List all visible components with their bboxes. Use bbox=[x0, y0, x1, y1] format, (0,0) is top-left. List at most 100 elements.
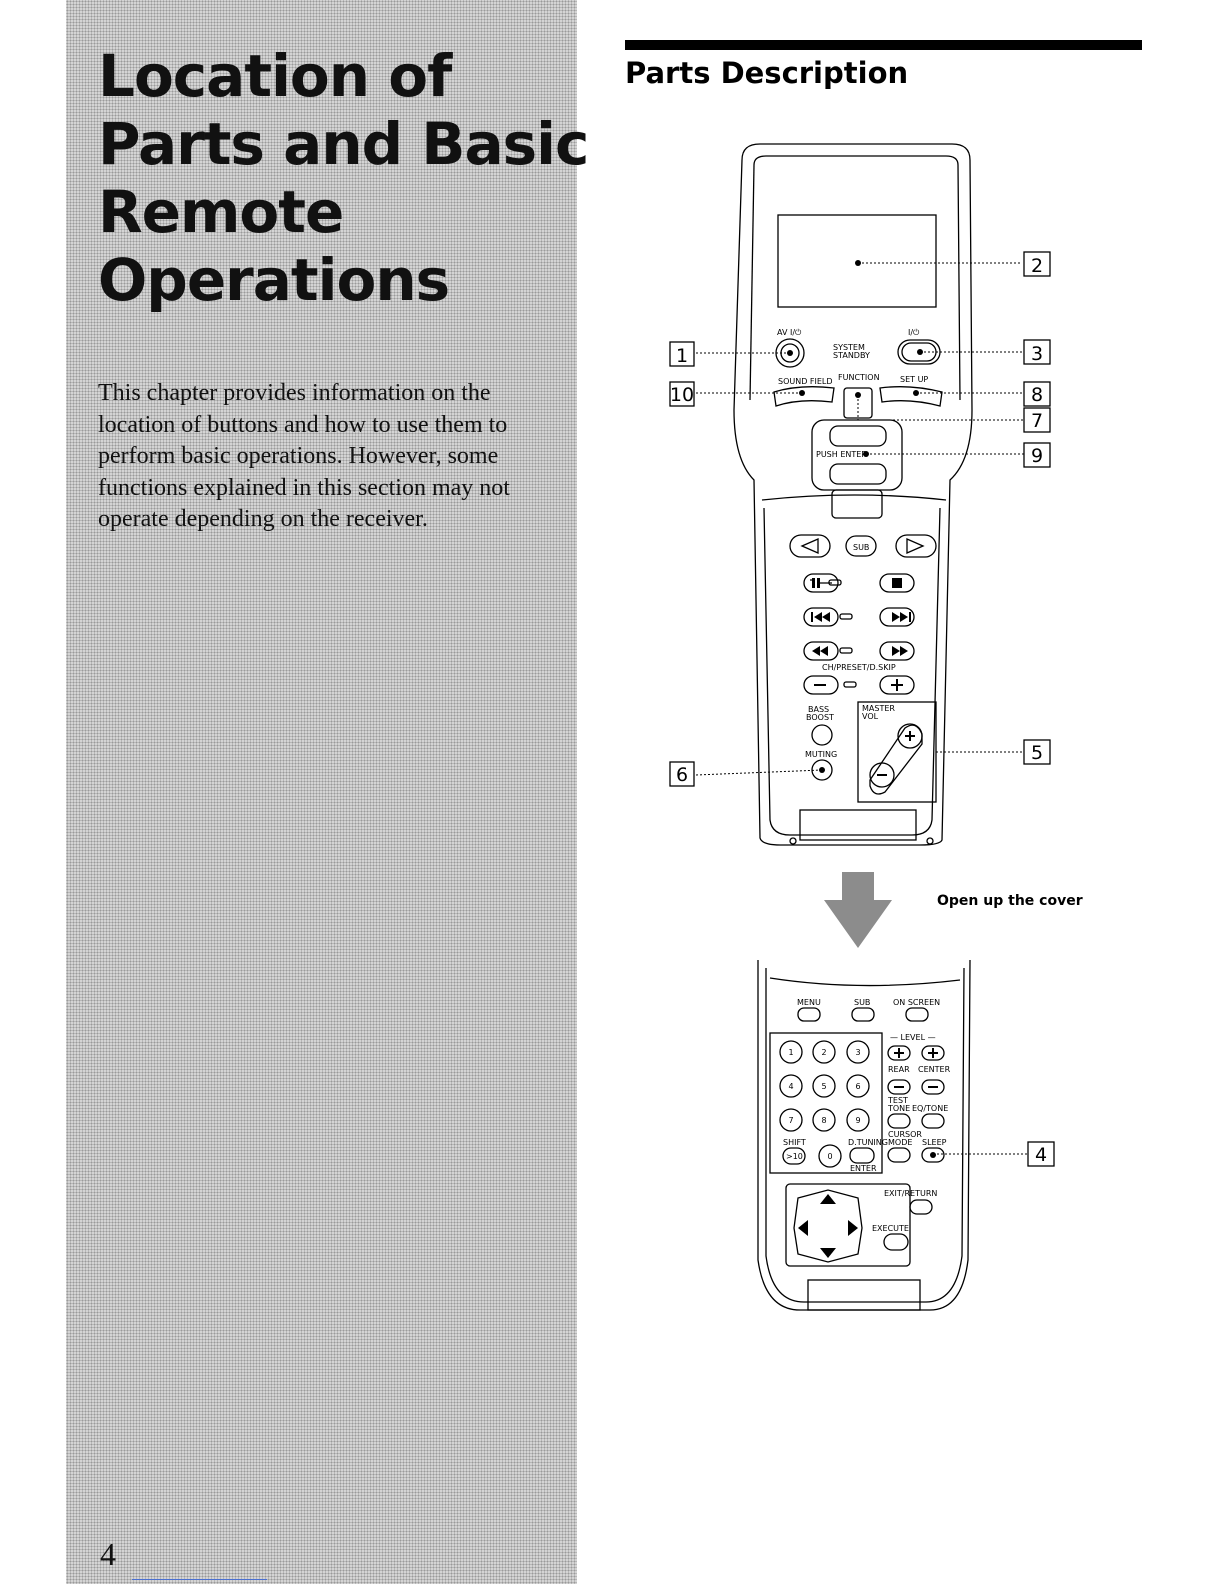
test-tone-label: TEST bbox=[887, 1096, 908, 1105]
rear-minus-button bbox=[887, 1079, 911, 1095]
muting-label: MUTING bbox=[805, 750, 837, 759]
right-button bbox=[895, 534, 937, 558]
rear-label: REAR bbox=[888, 1065, 910, 1074]
level-label: — LEVEL — bbox=[890, 1033, 936, 1042]
enter-label: ENTER bbox=[850, 1164, 877, 1173]
remote-diagram: AV I/⏻ I/⏻ SYSTEM STANDBY SOUND FIELD FU… bbox=[669, 143, 1083, 1311]
shift-label: SHIFT bbox=[783, 1138, 806, 1147]
ch-skip-label: CH/PRESET/D.SKIP bbox=[822, 663, 896, 672]
num-6-label: 6 bbox=[855, 1082, 860, 1091]
enter-button bbox=[849, 1147, 875, 1164]
center-label: CENTER bbox=[918, 1065, 951, 1074]
callout-1: 1 bbox=[676, 345, 688, 367]
num-7-button bbox=[779, 1108, 803, 1132]
down-arrow-key-icon bbox=[820, 1248, 836, 1258]
callout-9: 9 bbox=[1031, 445, 1043, 467]
cursor-mode-button bbox=[887, 1147, 911, 1163]
num-8-button bbox=[812, 1108, 836, 1132]
av-power-label: AV I/⏻ bbox=[777, 328, 802, 337]
callout-6: 6 bbox=[676, 764, 688, 786]
push-enter-label: PUSH ENTER bbox=[816, 450, 867, 459]
num-5-button bbox=[812, 1074, 836, 1098]
numpad-frame bbox=[769, 1032, 883, 1174]
rear-plus-button bbox=[887, 1045, 911, 1061]
execute-label: EXECUTE bbox=[872, 1224, 909, 1233]
sound-field-button bbox=[773, 386, 835, 407]
num-4-button bbox=[779, 1074, 803, 1098]
num-9-button bbox=[846, 1108, 870, 1132]
num-8-label: 8 bbox=[821, 1116, 826, 1125]
right-arrow-icon bbox=[848, 1220, 858, 1236]
cover-caption: Open up the cover bbox=[937, 893, 1083, 909]
callout-2: 2 bbox=[1031, 255, 1043, 277]
set-up-button bbox=[879, 386, 943, 407]
num-2-label: 2 bbox=[821, 1048, 826, 1057]
gt10-label: >10 bbox=[786, 1152, 803, 1161]
chapter-title-line: Parts and Basic bbox=[98, 110, 589, 178]
callout-3: 3 bbox=[1031, 343, 1043, 365]
center-minus-button bbox=[921, 1079, 945, 1095]
cursor-mode-label: MODE bbox=[888, 1138, 912, 1147]
execute-button bbox=[883, 1233, 909, 1251]
exit-return-button bbox=[909, 1199, 933, 1215]
num-4-label: 4 bbox=[788, 1082, 793, 1091]
sleep-button bbox=[921, 1147, 945, 1163]
vol-minus-button bbox=[869, 762, 895, 788]
chapter-title-line: Remote bbox=[98, 178, 344, 246]
power-label: I/⏻ bbox=[908, 328, 920, 337]
up-arrow-icon bbox=[820, 1194, 836, 1204]
menu-button bbox=[797, 1007, 821, 1022]
forward-button bbox=[879, 641, 915, 661]
num-1-label: 1 bbox=[788, 1048, 793, 1057]
chapter-sidebar bbox=[66, 0, 577, 1584]
section-rule bbox=[625, 40, 1142, 50]
sub-label: SUB bbox=[853, 543, 869, 552]
eq-tone-button bbox=[921, 1113, 945, 1129]
master-vol-label: MASTER bbox=[862, 704, 895, 713]
master-vol-label: VOL bbox=[862, 712, 879, 721]
on-screen-button bbox=[905, 1007, 929, 1022]
callout-8: 8 bbox=[1031, 384, 1043, 406]
left-arrow-icon bbox=[798, 1220, 808, 1236]
prev-button bbox=[803, 607, 839, 627]
bass-boost-button bbox=[811, 724, 833, 746]
chapter-title-line: Operations bbox=[98, 246, 450, 314]
system-standby-label: STANDBY bbox=[833, 351, 870, 360]
remote-body bbox=[733, 143, 973, 846]
cursor-pad bbox=[785, 1183, 911, 1267]
num-0-label: 0 bbox=[827, 1152, 832, 1161]
function-label: FUNCTION bbox=[838, 373, 880, 382]
d-tuning-label: D.TUNING bbox=[848, 1138, 888, 1147]
menu-label: MENU bbox=[797, 998, 821, 1007]
num-7-label: 7 bbox=[788, 1116, 793, 1125]
left-button bbox=[789, 534, 831, 558]
test-tone-label: TONE bbox=[887, 1104, 910, 1113]
callout-5: 5 bbox=[1031, 742, 1043, 764]
sub-key-button bbox=[851, 1007, 875, 1022]
next-button bbox=[879, 607, 915, 627]
callout-dot bbox=[819, 767, 825, 773]
chapter-intro: This chapter provides information on the… bbox=[98, 380, 510, 532]
system-standby-label: SYSTEM bbox=[833, 343, 865, 352]
sound-field-label: SOUND FIELD bbox=[778, 377, 833, 386]
ch-minus-button bbox=[803, 675, 839, 695]
ch-plus-button bbox=[879, 675, 915, 695]
rewind-button bbox=[803, 641, 839, 661]
cursor-mode-label: CURSOR bbox=[888, 1130, 922, 1139]
num-3-button bbox=[846, 1040, 870, 1064]
num-5-label: 5 bbox=[821, 1082, 826, 1091]
shift-button bbox=[782, 1147, 806, 1165]
num-2-button bbox=[812, 1040, 836, 1064]
chapter-title-line: Location of bbox=[98, 42, 452, 110]
down-arrow-icon bbox=[824, 872, 892, 948]
sleep-label: SLEEP bbox=[922, 1138, 947, 1147]
pause-button bbox=[803, 573, 839, 593]
bass-boost-label: BOOST bbox=[806, 713, 834, 722]
sub-button bbox=[845, 535, 877, 557]
eq-tone-label: EQ/TONE bbox=[912, 1104, 948, 1113]
on-screen-label: ON SCREEN bbox=[893, 998, 940, 1007]
bass-boost-label: BASS bbox=[808, 705, 829, 714]
stop-button bbox=[879, 573, 915, 593]
callout-7: 7 bbox=[1031, 410, 1043, 432]
num-0-button bbox=[818, 1144, 842, 1168]
